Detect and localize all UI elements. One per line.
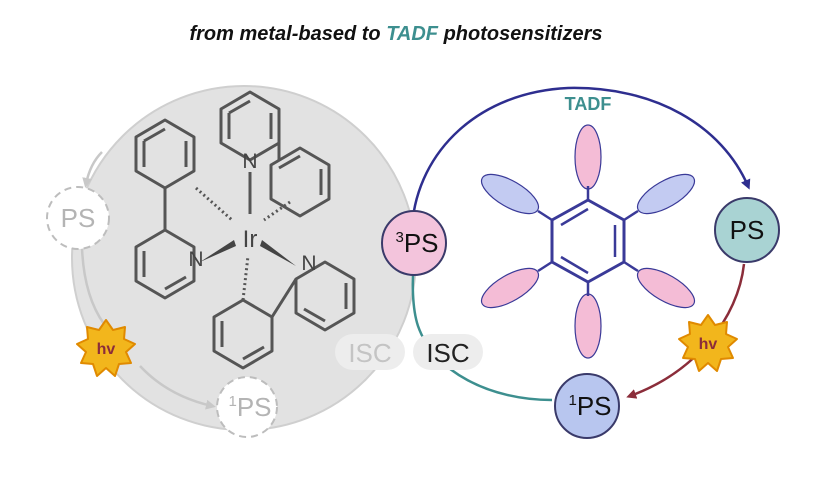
faded-singlet-text: PS	[237, 392, 272, 422]
lobe-upper-right	[636, 173, 696, 215]
title-prefix: from metal-based to	[189, 23, 386, 45]
faded-arrow-bottom	[139, 365, 216, 410]
lobe-lower-left	[480, 267, 540, 309]
lobe-top	[574, 124, 602, 190]
light-sun-icon-left: hv	[76, 319, 136, 377]
title: from metal-based to TADF photosensitizer…	[189, 23, 602, 45]
wedge-bond-right	[260, 240, 296, 266]
isc-faded-pill	[335, 334, 405, 370]
arrow-triplet-to-ps	[410, 86, 751, 227]
singlet-text: PS	[577, 391, 612, 421]
title-suffix: photosensitizers	[438, 23, 602, 45]
lobe-upper-left	[480, 173, 540, 215]
faded-ps-node	[46, 186, 110, 250]
tadf-molecule	[480, 124, 696, 359]
iridium-complex	[134, 90, 356, 370]
singlet-ps-node	[554, 373, 620, 439]
atom-label-n-right: N	[301, 252, 316, 275]
title-highlight: TADF	[386, 23, 439, 45]
triplet-text: PS	[404, 228, 439, 258]
isc-label: ISC	[426, 338, 469, 368]
faded-singlet-node	[216, 376, 278, 438]
lobe-bottom	[574, 293, 602, 359]
atom-label-ir: Ir	[243, 226, 258, 253]
lobe-lower-right	[636, 267, 696, 309]
faded-singlet-label: 1PS	[228, 392, 271, 422]
faded-singlet-superscript: 1	[228, 393, 236, 410]
atom-label-n-left: N	[188, 248, 203, 271]
singlet-superscript: 1	[568, 392, 576, 409]
hv-right-label: hv	[699, 336, 718, 353]
ps-node	[714, 197, 780, 263]
ps-label: PS	[730, 215, 765, 245]
isc-faded-label: ISC	[348, 338, 391, 368]
singlet-ps-label: 1PS	[568, 391, 611, 421]
hv-left-label: hv	[97, 341, 116, 358]
light-sun-icon-right: hv	[678, 314, 738, 372]
wedge-bond-left	[200, 240, 236, 262]
triplet-superscript: 3	[395, 229, 403, 246]
faded-arrow-top-left	[82, 151, 103, 188]
triplet-ps-label: 3PS	[395, 228, 438, 258]
isc-pill	[413, 334, 483, 370]
triplet-ps-node	[381, 210, 447, 276]
faded-ps-label: PS	[61, 203, 96, 233]
atom-label-n-top: N	[242, 150, 257, 173]
faded-arrow-down	[80, 247, 106, 325]
tadf-label: TADF	[565, 94, 612, 114]
benzene-ring	[550, 198, 626, 284]
